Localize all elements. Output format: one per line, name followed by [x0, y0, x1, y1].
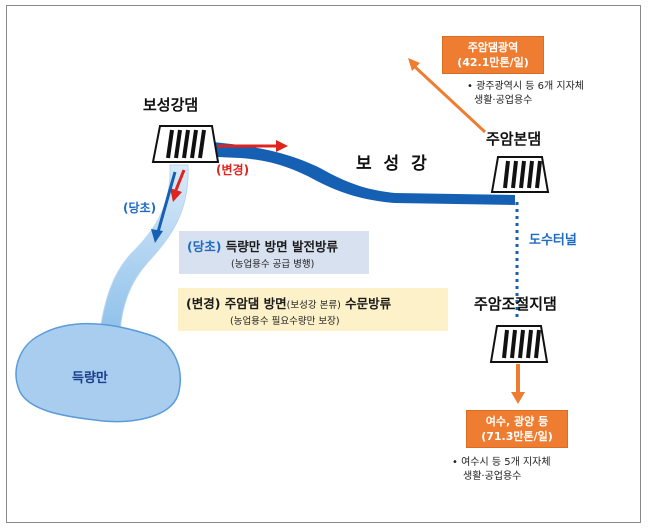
gwangju-note: • 광주광역시 등 6개 지자체 생활·공업용수 — [467, 80, 584, 108]
yeosu-title: 여수, 광양 등 — [485, 415, 549, 428]
boseong-river — [195, 140, 515, 205]
info-original-tag: (당초) — [187, 239, 222, 254]
red-arrow-changed — [218, 140, 288, 152]
lake-shape — [15, 322, 181, 423]
gwangju-note-line2: 생활·공업용수 — [474, 95, 533, 106]
info-changed-tag: (변경) — [186, 296, 221, 311]
info-changed-sub: (농업용수 필요수량만 보장) — [230, 316, 340, 327]
original-arrow-label: (당초) — [123, 201, 157, 215]
info-changed-text-a: 주암댐 방면 — [220, 296, 287, 311]
tunnel-label: 도수터널 — [529, 233, 577, 248]
juam-regulating-dam-icon — [489, 325, 549, 363]
info-original-box: (당초) 득량만 방면 발전방류 (농업용수 공급 병행) — [179, 231, 369, 274]
juam-main-dam-icon — [490, 156, 550, 193]
info-changed-box: (변경) 주암댐 방면(보성강 본류) 수문방류 (농업용수 필요수량만 보장) — [178, 288, 448, 331]
yeosu-note: • 여수시 등 5개 지자체 생활·공업용수 — [452, 456, 551, 484]
gwangju-title: 주암댐광역 — [467, 41, 519, 54]
info-changed-paren: (보성강 본류) — [286, 300, 341, 311]
gwangju-destination-box: 주암댐광역 (42.1만톤/일) — [442, 36, 544, 74]
orange-arrow-gwangju — [408, 58, 487, 134]
river-label: 보 성 강 — [356, 154, 430, 174]
blue-arrow-original — [151, 171, 177, 243]
info-original-line: (당초) 득량만 방면 발전방류 — [187, 236, 338, 255]
yeosu-note-line2: 생활·공업용수 — [463, 471, 522, 482]
lake-label: 득량만 — [72, 371, 108, 386]
info-original-text: 득량만 방면 발전방류 — [221, 239, 338, 254]
info-original-sub: (농업용수 공급 병행) — [231, 259, 315, 270]
boseong-dam-label: 보성강댐 — [143, 96, 199, 114]
juam-regulating-dam-label: 주암조절지댐 — [474, 295, 557, 313]
yeosu-destination-box: 여수, 광양 등 (71.3만톤/일) — [466, 410, 568, 448]
gwangju-amount: (42.1만톤/일) — [457, 56, 529, 69]
red-arrow-original — [170, 169, 186, 202]
boseong-dam-icon — [151, 125, 220, 163]
info-changed-text-b: 수문방류 — [340, 296, 392, 311]
juam-main-dam-label: 주암본댐 — [486, 130, 542, 148]
yeosu-note-line1: • 여수시 등 5개 지자체 — [452, 457, 551, 468]
yeosu-amount: (71.3만톤/일) — [481, 430, 553, 443]
orange-arrow-yeosu — [511, 364, 525, 404]
gwangju-note-line1: • 광주광역시 등 6개 지자체 — [467, 81, 584, 92]
changed-arrow-label: (변경) — [216, 163, 250, 177]
info-changed-line: (변경) 주암댐 방면(보성강 본류) 수문방류 — [186, 293, 391, 312]
